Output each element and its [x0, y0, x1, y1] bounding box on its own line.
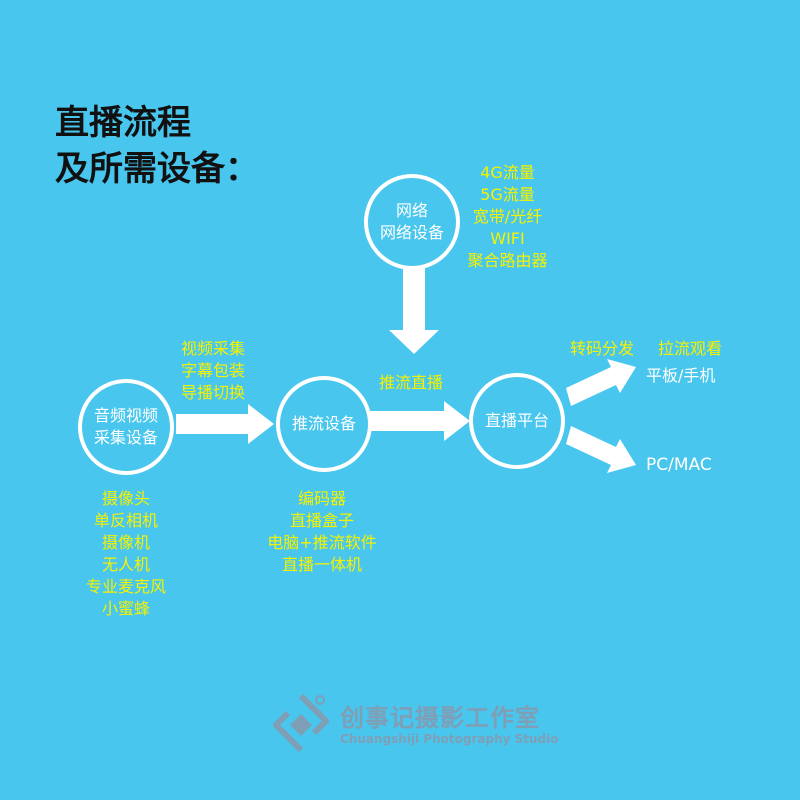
node-capture: 音频视频 采集设备: [78, 379, 174, 475]
pull-step-label: 拉流观看: [645, 338, 735, 360]
node-push-label: 推流设备: [291, 414, 356, 433]
list-item: 专业麦克风: [85, 577, 166, 596]
push-step-text: 推流直播: [378, 373, 443, 392]
node-network-line-2: 网络设备: [379, 223, 444, 242]
capture-devices-list: 摄像头 单反相机 摄像机 无人机 专业麦克风 小蜜蜂: [66, 488, 186, 620]
list-item: 聚合路由器: [467, 251, 548, 270]
arrow-platform-to-mobile: [566, 359, 636, 406]
arrow-network-to-platform: [389, 268, 439, 354]
list-item: 视频采集: [180, 339, 245, 358]
arrow-capture-to-push: [176, 404, 274, 444]
pull-step-text: 拉流观看: [657, 339, 722, 358]
list-item: 字幕包装: [180, 361, 245, 380]
node-platform-label: 直播平台: [484, 411, 549, 430]
node-capture-line-1: 音频视频: [93, 406, 158, 425]
list-item: 5G流量: [480, 185, 535, 204]
list-item: 摄像头: [101, 489, 150, 508]
arrow-platform-to-pc: [566, 426, 636, 473]
node-push: 推流设备: [276, 376, 372, 472]
list-item: 直播盒子: [289, 511, 354, 530]
output-mobile: 平板/手机: [646, 366, 716, 385]
output-pc: PC/MAC: [646, 455, 712, 475]
list-item: 小蜜蜂: [101, 599, 150, 618]
transcode-step-label: 转码分发: [560, 338, 644, 360]
list-item: 无人机: [101, 555, 150, 574]
list-item: 编码器: [297, 489, 346, 508]
list-item: WIFI: [490, 229, 525, 248]
transcode-step-text: 转码分发: [569, 339, 634, 358]
list-item: 宽带/光纤: [472, 207, 543, 226]
studio-logo-icon: [273, 693, 329, 753]
watermark-name: 创事记摄影工作室: [340, 704, 540, 732]
node-network: 网络 网络设备: [364, 174, 460, 270]
title-line-1: 直播流程: [55, 103, 191, 143]
list-item: 4G流量: [480, 163, 535, 182]
arrow-push-to-platform: [370, 401, 470, 441]
network-options-list: 4G流量 5G流量 宽带/光纤 WIFI 聚合路由器: [460, 162, 555, 272]
list-item: 导播切换: [180, 383, 245, 402]
list-item: 电脑+推流软件: [267, 533, 377, 552]
title-line-2: 及所需设备：: [55, 149, 259, 189]
list-item: 摄像机: [101, 533, 150, 552]
push-step-label: 推流直播: [366, 372, 456, 394]
node-network-line-1: 网络: [395, 201, 428, 220]
page-title: 直播流程 及所需设备：: [55, 100, 259, 192]
watermark-subtitle: Chuangshiji Photography Studio: [340, 732, 559, 746]
list-item: 直播一体机: [281, 555, 362, 574]
push-devices-list: 编码器 直播盒子 电脑+推流软件 直播一体机: [254, 488, 390, 576]
list-item: 单反相机: [93, 511, 158, 530]
node-platform: 直播平台: [469, 373, 565, 469]
node-capture-line-2: 采集设备: [93, 428, 158, 447]
capture-steps-list: 视频采集 字幕包装 导播切换: [168, 338, 258, 404]
